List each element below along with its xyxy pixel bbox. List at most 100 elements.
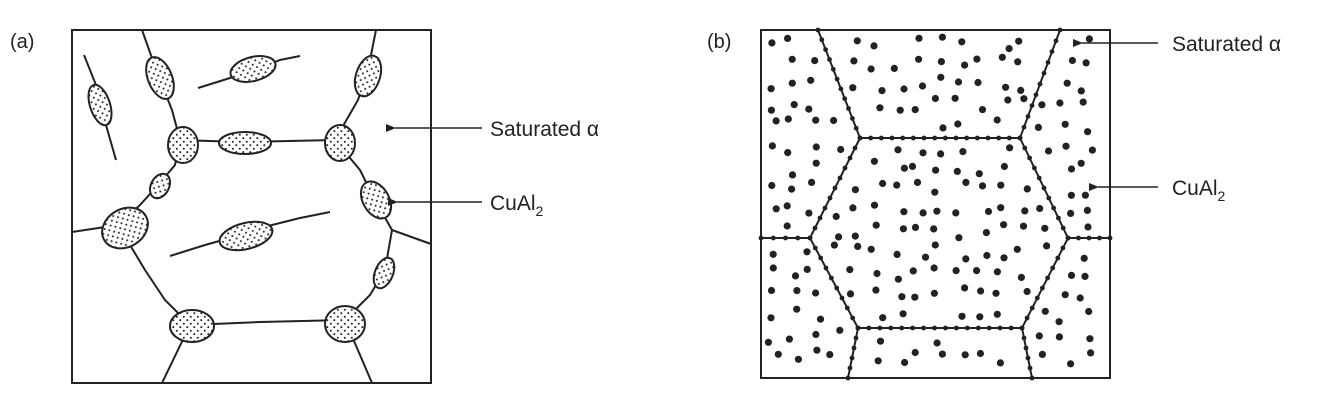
- boundary-bead: [1025, 114, 1031, 119]
- boundary-bead: [1056, 215, 1061, 221]
- precipitate-dot: [932, 166, 940, 174]
- boundary-bead: [857, 135, 863, 141]
- particle-a-14: [324, 305, 366, 343]
- precipitate-dot: [867, 245, 875, 253]
- precipitate-dot: [1067, 360, 1075, 368]
- precipitate-dot: [978, 182, 987, 190]
- precipitate-dot: [783, 202, 791, 210]
- boundary-bead: [1050, 265, 1056, 271]
- precipitate-dot: [983, 251, 991, 260]
- precipitate-dot: [939, 124, 947, 132]
- precipitate-dot: [952, 267, 960, 275]
- precipitate-dot: [764, 338, 773, 346]
- boundary-bead: [1086, 235, 1092, 241]
- precipitate-dot: [1067, 209, 1075, 217]
- precipitate-dot: [894, 146, 902, 154]
- precipitate-dot: [783, 222, 791, 230]
- precipitate-dot: [826, 351, 834, 359]
- precipitate-dot: [899, 310, 907, 318]
- precipitate-dot: [808, 178, 816, 186]
- precipitate-dot: [1084, 223, 1092, 231]
- precipitate-dot: [805, 105, 813, 113]
- precipitate-dot: [900, 85, 908, 93]
- precipitate-dot: [851, 232, 859, 240]
- precipitate-dot: [938, 33, 947, 41]
- precipitate-dot: [849, 204, 857, 212]
- boundary-bead: [817, 215, 823, 221]
- boundary-bead: [1060, 245, 1066, 251]
- panel-a: (a): [10, 29, 599, 384]
- boundary-bead: [1040, 285, 1045, 291]
- particle-a-5: [167, 126, 199, 164]
- boundary-bead: [818, 255, 824, 261]
- precipitate-dot: [1023, 287, 1031, 296]
- boundary-bead: [1053, 38, 1059, 44]
- boundary-bead: [852, 145, 858, 151]
- boundary-bead: [1046, 195, 1052, 201]
- precipitate-dot: [955, 234, 963, 242]
- boundary-bead: [845, 375, 851, 381]
- particle-a-6: [218, 131, 272, 155]
- precipitate-dot: [1067, 191, 1075, 199]
- boundary-bead: [1008, 325, 1014, 331]
- boundary-bead: [834, 76, 840, 82]
- precipitate-dot: [870, 157, 879, 165]
- precipitate-dot: [913, 178, 922, 186]
- precipitate-dot: [769, 250, 777, 258]
- precipitate-dot: [933, 207, 941, 215]
- boundary-bead: [853, 125, 859, 131]
- boundary-bead: [868, 135, 874, 141]
- precipitate-dot: [1077, 87, 1085, 95]
- boundary-bead: [1060, 225, 1066, 231]
- precipitate-dot: [1087, 349, 1095, 357]
- boundary-bead: [996, 135, 1002, 141]
- precipitate-dot: [1017, 86, 1025, 94]
- boundary-bead: [1023, 345, 1029, 351]
- precipitate-dot: [901, 358, 909, 367]
- precipitate-dot: [876, 337, 885, 345]
- precipitate-dot: [1005, 45, 1013, 53]
- boundary-bead: [837, 175, 843, 181]
- boundary-bead: [866, 325, 872, 331]
- boundary-bead: [770, 235, 776, 241]
- precipitate-dot: [976, 349, 985, 358]
- precipitate-dot: [954, 78, 963, 86]
- precipitate-dot: [870, 42, 878, 50]
- precipitate-dot: [959, 148, 967, 156]
- particle-a-7: [324, 124, 356, 162]
- precipitate-dot: [977, 287, 985, 295]
- precipitate-dot: [984, 207, 993, 216]
- boundary-bead: [839, 295, 845, 301]
- precipitate-dot: [872, 286, 880, 294]
- boundary-bead: [1017, 135, 1023, 141]
- precipitate-dot: [961, 351, 969, 359]
- precipitate-dot: [867, 65, 875, 73]
- boundary-bead: [1021, 335, 1027, 341]
- precipitate-dot: [937, 73, 945, 81]
- precipitate-dot: [874, 357, 882, 365]
- boundary-bead: [1037, 81, 1043, 87]
- precipitate-dot: [790, 101, 798, 109]
- precipitate-dot: [807, 76, 815, 84]
- precipitate-dot: [893, 181, 901, 189]
- precipitate-dot: [1000, 162, 1009, 171]
- particle-a-12: [372, 256, 396, 290]
- precipitate-dot: [768, 181, 776, 190]
- precipitate-dot: [830, 116, 838, 125]
- boundary-bead: [823, 47, 828, 52]
- precipitate-dot: [1000, 221, 1008, 229]
- precipitate-dot: [900, 164, 909, 172]
- boundary-bead: [1051, 205, 1056, 211]
- boundary-precipitates-b: [758, 27, 1113, 381]
- precipitate-dot: [951, 94, 959, 102]
- precipitate-dot: [997, 204, 1005, 212]
- precipitate-dot: [813, 346, 821, 354]
- boundary-bead: [1021, 124, 1027, 130]
- particle-a-3: [87, 83, 113, 127]
- boundary-bead: [943, 325, 948, 331]
- boundary-bead: [1041, 185, 1047, 191]
- boundary-bead: [1045, 275, 1050, 281]
- precipitate-dot: [998, 53, 1006, 61]
- boundary-bead: [1036, 175, 1042, 181]
